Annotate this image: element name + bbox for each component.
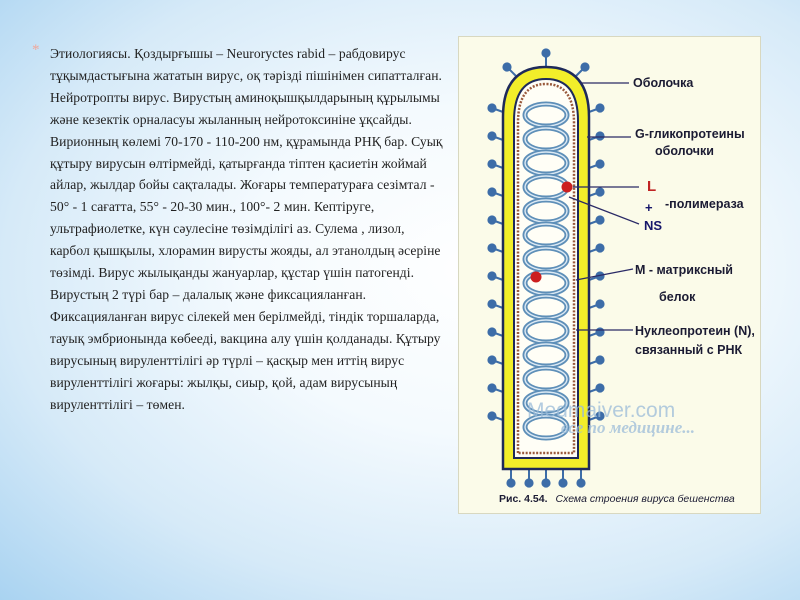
- label-matrix-1: M - матриксный: [635, 263, 733, 277]
- label-plus: +: [645, 200, 653, 215]
- label-polymerase: -полимераза: [665, 197, 745, 211]
- spike-top-head: [541, 48, 551, 58]
- spike-left-head: [487, 355, 497, 365]
- spike-bottom-head: [558, 478, 568, 488]
- spike-left-head: [487, 271, 497, 281]
- label-ns: NS: [644, 218, 662, 233]
- spike-bottom-head: [506, 478, 516, 488]
- spike-left-head: [487, 383, 497, 393]
- spike-left-head: [487, 411, 497, 421]
- polymerase-dot-lower: [530, 271, 542, 283]
- bullet: *: [32, 42, 40, 58]
- watermark-tagline: все по медицине...: [561, 418, 695, 437]
- spike-left-head: [487, 131, 497, 141]
- spike-right-head: [595, 355, 605, 365]
- spike-right-head: [595, 411, 605, 421]
- spike-right-head: [595, 187, 605, 197]
- glycoprotein-spikes: [487, 48, 605, 488]
- spike-right-head: [595, 243, 605, 253]
- coil-highlight: [524, 415, 568, 439]
- spike-right-head: [595, 159, 605, 169]
- polymerase-dot-upper: [561, 181, 573, 193]
- spike-left-head: [487, 327, 497, 337]
- label-glyco-2: оболочки: [655, 144, 714, 158]
- matrix-protein-layer: [516, 82, 576, 455]
- label-nucleo-1: Нуклеопротеин (N),: [635, 324, 755, 338]
- spike-right-head: [595, 383, 605, 393]
- spike-left-head: [487, 187, 497, 197]
- caption-number: Рис. 4.54.: [499, 493, 548, 505]
- spike-right-head: [595, 299, 605, 309]
- label-envelope: Оболочка: [633, 76, 694, 90]
- spike-left-head: [487, 243, 497, 253]
- spike-right-head: [595, 215, 605, 225]
- leader-lines: [568, 82, 640, 331]
- label-glyco-1: G-гликопротеины: [635, 127, 745, 141]
- spike-right-head: [595, 131, 605, 141]
- spike-bottom-head: [524, 478, 534, 488]
- spike-left-head: [487, 159, 497, 169]
- spike-bottom-head: [576, 478, 586, 488]
- spike-bottom-head: [541, 478, 551, 488]
- spike-left-head: [487, 215, 497, 225]
- watermark-site: Medmaiver.com: [527, 399, 675, 422]
- text-block: * Этиологиясы. Қоздырғышы – Neuroryctes …: [32, 42, 444, 415]
- virus-structure-figure: Оболочка G-гликопротеины оболочки L + NS…: [458, 36, 761, 514]
- virus-diagram: Оболочка G-гликопротеины оболочки L + NS…: [487, 48, 755, 506]
- label-l: L: [647, 178, 656, 195]
- label-matrix-2: белок: [659, 290, 696, 304]
- etiology-paragraph: Этиологиясы. Қоздырғышы – Neuroryctes ra…: [50, 46, 443, 412]
- figure-caption: Рис. 4.54. Схема строения вируса бешенст…: [499, 489, 735, 506]
- caption-text: Схема строения вируса бешенства: [556, 493, 735, 505]
- label-nucleo-2: связанный с РНК: [635, 343, 742, 357]
- spike-top-left-head: [502, 62, 512, 72]
- spike-top-right-head: [580, 62, 590, 72]
- spike-right-head: [595, 103, 605, 113]
- spike-left-head: [487, 299, 497, 309]
- spike-left-head: [487, 103, 497, 113]
